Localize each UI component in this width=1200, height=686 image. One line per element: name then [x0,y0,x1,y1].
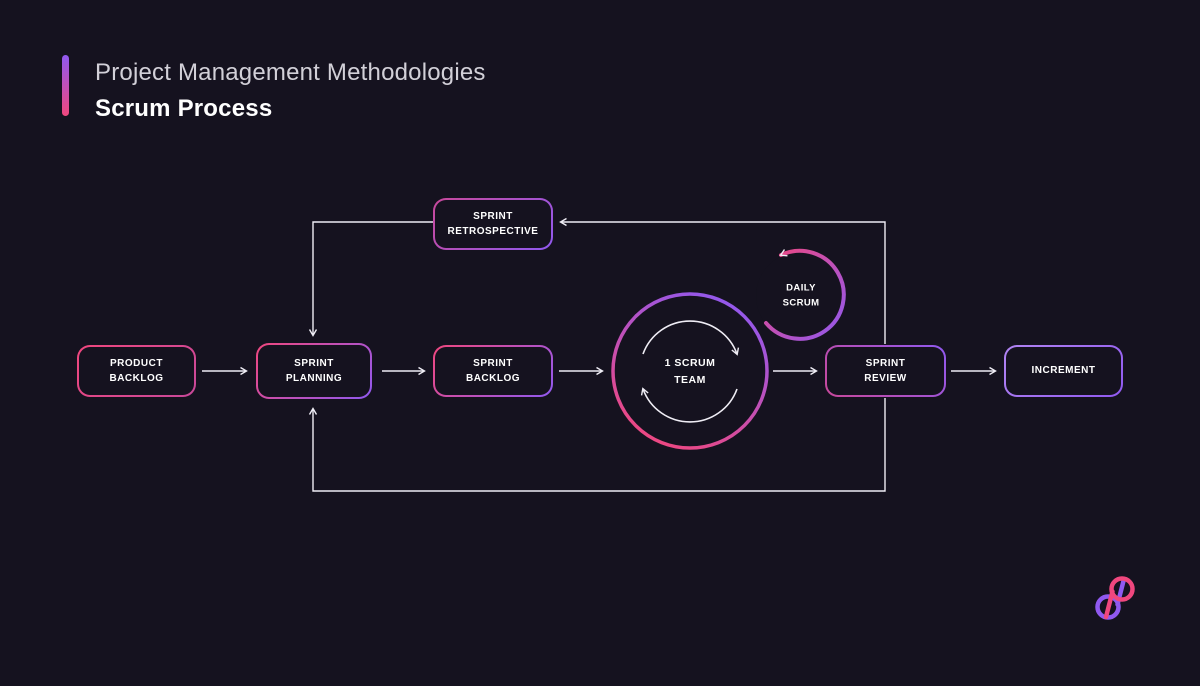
node-sprint-planning-label: SPRINT PLANNING [258,345,370,397]
node-sprint-review: SPRINT REVIEW [825,345,946,397]
node-increment: INCREMENT [1004,345,1123,397]
node-sprint-backlog-label: SPRINT BACKLOG [435,347,551,395]
node-sprint-review-label: SPRINT REVIEW [827,347,944,395]
cycle-arrow-bottom [640,387,738,423]
node-increment-label: INCREMENT [1006,347,1121,395]
node-sprint-retrospective: SPRINT RETROSPECTIVE [433,198,553,250]
node-sprint-planning: SPRINT PLANNING [256,343,372,399]
accent-bar [62,55,69,116]
node-product-backlog: PRODUCT BACKLOG [77,345,196,397]
node-product-backlog-label: PRODUCT BACKLOG [79,347,194,395]
node-sprint-retrospective-label: SPRINT RETROSPECTIVE [435,200,551,248]
daily-scrum-label: DAILY SCRUM [782,282,820,308]
brand-logo-pink-loop [1103,576,1135,620]
connector-review-to-retrospective [559,217,886,344]
slide-title: Scrum Process [95,95,273,122]
scrum-team-label: 1 SCRUM TEAM [664,357,716,386]
connector-retrospective-to-planning [308,221,433,337]
connector-review-loop-to-planning [308,398,886,492]
cycle-arrow-top [642,320,740,356]
node-sprint-backlog: SPRINT BACKLOG [433,345,553,397]
slide-subtitle: Project Management Methodologies [95,59,486,86]
brand-logo-icon [1095,576,1135,620]
